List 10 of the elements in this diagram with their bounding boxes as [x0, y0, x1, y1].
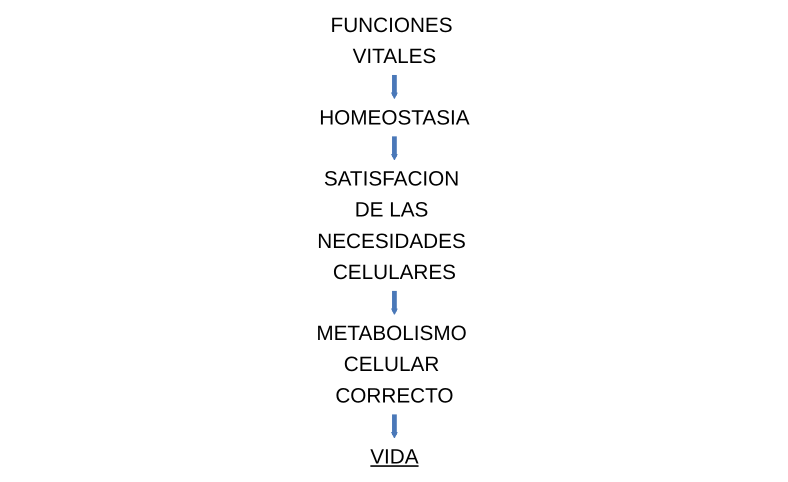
node-text: SATISFACION DE LAS NECESIDADES CELULARES	[316, 166, 466, 284]
arrow	[390, 290, 398, 315]
arrow	[390, 136, 398, 160]
node-text: VIDA	[370, 444, 418, 468]
node-text: METABOLISMO CELULAR CORRECTO	[316, 321, 466, 408]
node-text: FUNCIONES VITALES	[330, 12, 452, 68]
node-text: HOMEOSTASIA	[318, 105, 470, 130]
arrow	[390, 414, 398, 438]
arrow	[390, 74, 398, 100]
flow-diagram: FUNCIONES VITALES HOMEOSTASIA SATISFACION DE LAS NECESIDADES CELULARES METABOLISMO CELULAR CORRECTO VIDA	[302, 0, 486, 482]
